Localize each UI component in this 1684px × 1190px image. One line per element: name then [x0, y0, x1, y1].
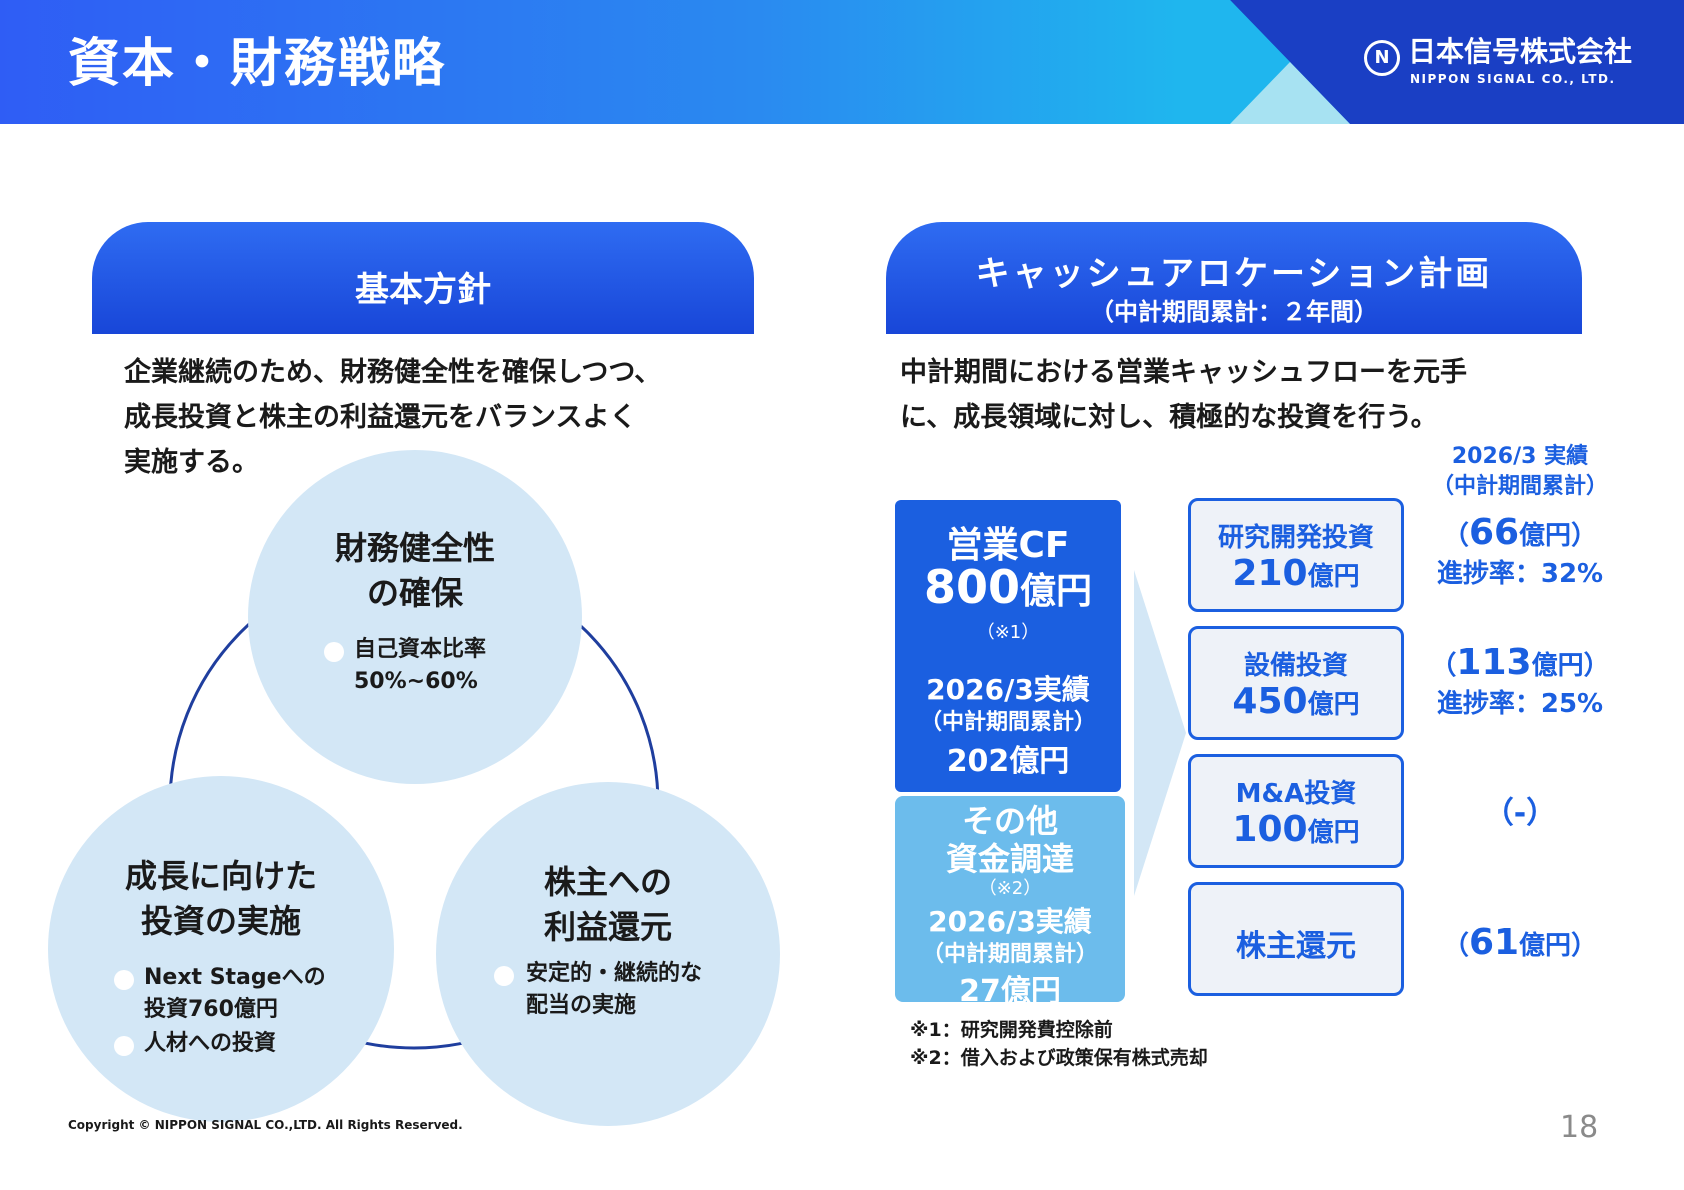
allocation-line: 中計期間における営業キャッシュフローを元手 — [900, 357, 1467, 388]
copyright-text: Copyright © NIPPON SIGNAL CO.,LTD. All R… — [68, 1118, 463, 1132]
result-shareholder-return: （61億円） — [1442, 922, 1598, 963]
allocation-arrow — [1134, 570, 1186, 896]
operating-cf-note: （※1） — [976, 622, 1040, 643]
company-logo-icon: N — [1364, 40, 1400, 76]
circle-title: 株主への 利益還元 — [543, 863, 672, 946]
policy-line: 企業継続のため、財務健全性を確保しつつ、 — [124, 357, 662, 388]
result-ma: （-） — [1483, 796, 1557, 831]
allocation-label: 研究開発投資 — [1217, 523, 1374, 553]
allocation-line: に、成長領域に対し、積極的な投資を行う。 — [900, 402, 1438, 433]
page-number: 18 — [1560, 1110, 1599, 1145]
cash-allocation-title: キャッシュアロケーション計画 — [975, 254, 1493, 294]
other-funding-note: （※2） — [978, 878, 1042, 899]
header-decoration — [1230, 0, 1684, 124]
operating-cf-label: 営業CF — [946, 525, 1070, 566]
bullet-dot — [114, 1036, 134, 1056]
allocation-value: 210億円 — [1232, 553, 1360, 594]
allocation-shareholder-return: 株主還元 — [1188, 882, 1404, 996]
bullet-text: 自己資本比率 50%~60% — [354, 637, 487, 694]
policy-line: 実施する。 — [124, 447, 259, 478]
allocation-capex: 設備投資 450億円 — [1188, 626, 1404, 740]
policy-line: 成長投資と株主の利益還元をバランスよく — [124, 402, 637, 433]
footnotes: ※1：研究開発費控除前 ※2：借入および政策保有株式売却 — [910, 1016, 1208, 1072]
allocation-rd: 研究開発投資 210億円 — [1188, 498, 1404, 612]
results-column-header: 2026/3 実績 （中計期間累計） — [1431, 444, 1608, 499]
other-funding-actual-value: 27億円 — [959, 974, 1061, 1009]
progress-rate: 進捗率：25% — [1436, 689, 1604, 719]
progress-rate: 進捗率：32% — [1436, 559, 1604, 589]
bullet-dot — [114, 970, 134, 990]
other-funding-label: 資金調達 — [945, 840, 1074, 878]
footnote: ※2：借入および政策保有株式売却 — [910, 1047, 1208, 1069]
result-rd: （66億円） 進捗率：32% — [1420, 512, 1620, 590]
allocation-value: 100億円 — [1232, 809, 1360, 850]
bullet-text: Next Stageへの 投資760億円 — [144, 965, 326, 1022]
page-title: 資本・財務戦略 — [68, 34, 447, 94]
circle-financial-health: 財務健全性 の確保 自己資本比率 50%~60% — [248, 450, 582, 784]
bullet-text: 安定的・継続的な 配当の実施 — [526, 961, 703, 1018]
basic-policy-text: 企業継続のため、財務健全性を確保しつつ、 成長投資と株主の利益還元をバランスよく… — [124, 350, 744, 485]
bullet-dot — [324, 642, 344, 662]
operating-cf-box: 営業CF 800億円 （※1） 2026/3実績 （中計期間累計） 202億円 — [895, 500, 1121, 792]
other-funding-actual-sub: （中計期間累計） — [921, 942, 1098, 967]
bullet-text: 人材への投資 — [144, 1031, 277, 1056]
basic-policy-header: 基本方針 — [92, 222, 754, 334]
allocation-label: 設備投資 — [1243, 651, 1348, 681]
result-capex: （113億円） 進捗率：25% — [1420, 642, 1620, 720]
company-name-en: NIPPON SIGNAL CO., LTD. — [1410, 72, 1616, 86]
footnote: ※1：研究開発費控除前 — [910, 1019, 1113, 1041]
allocation-ma: M&A投資 100億円 — [1188, 754, 1404, 868]
other-funding-label: その他 — [961, 802, 1058, 840]
operating-cf-actual-label: 2026/3実績 — [926, 673, 1090, 706]
cash-allocation-subtitle: （中計期間累計：２年間） — [1090, 298, 1378, 326]
operating-cf-actual-sub: （中計期間累計） — [919, 710, 1096, 735]
other-funding-box: その他 資金調達 （※2） 2026/3実績 （中計期間累計） 27億円 — [895, 796, 1125, 1009]
bullet-dot — [494, 966, 514, 986]
circle-title: 財務健全性 の確保 — [334, 529, 495, 612]
operating-cf-actual-value: 202億円 — [946, 744, 1070, 779]
header-banner: 資本・財務戦略 N 日本信号株式会社 NIPPON SIGNAL CO., LT… — [0, 0, 1684, 124]
circle-growth-investment: 成長に向けた 投資の実施 Next Stageへの 投資760億円 人材への投資 — [48, 776, 394, 1122]
cash-allocation-header: キャッシュアロケーション計画 （中計期間累計：２年間） — [886, 222, 1582, 334]
other-funding-actual-label: 2026/3実績 — [928, 905, 1092, 938]
circle-title: 成長に向けた 投資の実施 — [124, 857, 317, 940]
company-name-jp: 日本信号株式会社 — [1408, 35, 1633, 68]
allocation-label: M&A投資 — [1235, 779, 1357, 809]
cash-allocation-text: 中計期間における営業キャッシュフローを元手 に、成長領域に対し、積極的な投資を行… — [900, 350, 1540, 440]
circle-shareholder-return: 株主への 利益還元 安定的・継続的な 配当の実施 — [436, 782, 780, 1126]
basic-policy-title: 基本方針 — [355, 270, 491, 310]
allocation-value: 450億円 — [1232, 681, 1360, 722]
allocation-label: 株主還元 — [1236, 929, 1356, 964]
result-unit: 億円 — [1531, 651, 1584, 681]
operating-cf-value: 800億円 — [923, 560, 1093, 614]
